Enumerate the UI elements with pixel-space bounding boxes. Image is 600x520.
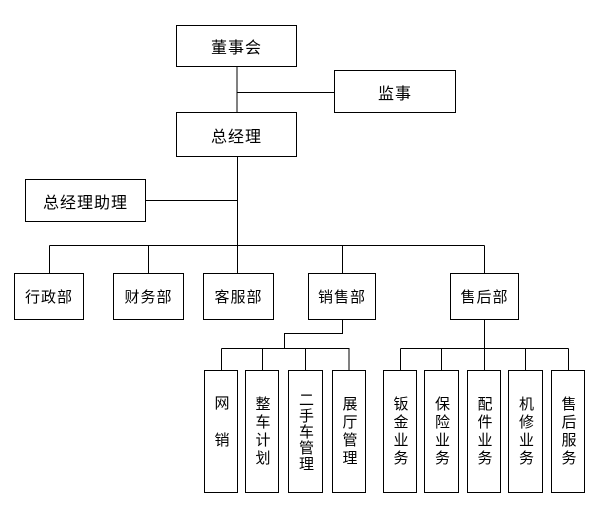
- connector-path: [49, 67, 569, 370]
- org-node-board-label: 董事会: [210, 40, 262, 57]
- org-node-sub-online-sales: 网销: [204, 370, 238, 493]
- org-node-sub-parts: 配件业务: [467, 370, 501, 493]
- org-node-sub-sheet-metal: 钣金业务: [383, 370, 417, 493]
- org-node-dept-admin-label: 行政部: [24, 289, 73, 306]
- org-node-dept-finance: 财务部: [113, 273, 184, 320]
- org-node-sub-insurance: 保险业务: [424, 370, 459, 493]
- org-node-dept-admin: 行政部: [14, 273, 84, 320]
- org-node-sub-vehicle-planning-label: 整车计划: [253, 395, 271, 468]
- org-node-sub-used-car-management: 二手车管理: [288, 370, 323, 493]
- org-node-general-manager: 总经理: [176, 112, 297, 157]
- org-node-dept-aftersales: 售后部: [450, 273, 519, 320]
- org-node-dept-finance-label: 财务部: [124, 289, 173, 306]
- org-node-gm-assistant: 总经理助理: [25, 179, 146, 222]
- org-node-sub-aftersales-service-label: 售后服务: [559, 395, 577, 468]
- org-node-sub-aftersales-service: 售后服务: [551, 370, 585, 493]
- org-node-dept-sales-label: 销售部: [317, 289, 366, 306]
- org-node-sub-repair: 机修业务: [508, 370, 543, 493]
- org-node-sub-insurance-label: 保险业务: [433, 395, 450, 468]
- org-node-dept-aftersales-label: 售后部: [460, 289, 509, 306]
- org-node-general-manager-label: 总经理: [210, 128, 262, 146]
- org-node-supervisor: 监事: [334, 70, 456, 113]
- org-node-sub-used-car-management-label: 二手车管理: [297, 391, 314, 472]
- org-node-dept-customer-service: 客服部: [203, 273, 274, 320]
- org-node-sub-repair-label: 机修业务: [517, 395, 534, 468]
- org-node-supervisor-label: 监事: [377, 85, 412, 103]
- org-node-board: 董事会: [176, 25, 297, 67]
- org-node-gm-assistant-label: 总经理助理: [42, 194, 128, 212]
- org-node-dept-customer-service-label: 客服部: [214, 289, 263, 306]
- org-node-sub-showroom-management: 展厅管理: [332, 370, 366, 493]
- org-node-sub-parts-label: 配件业务: [475, 395, 493, 468]
- org-node-sub-sheet-metal-label: 钣金业务: [391, 395, 409, 468]
- org-node-sub-showroom-management-label: 展厅管理: [340, 395, 358, 468]
- org-node-sub-vehicle-planning: 整车计划: [245, 370, 279, 493]
- org-node-dept-sales: 销售部: [308, 273, 376, 320]
- org-node-sub-online-sales-label: 网销: [212, 394, 230, 469]
